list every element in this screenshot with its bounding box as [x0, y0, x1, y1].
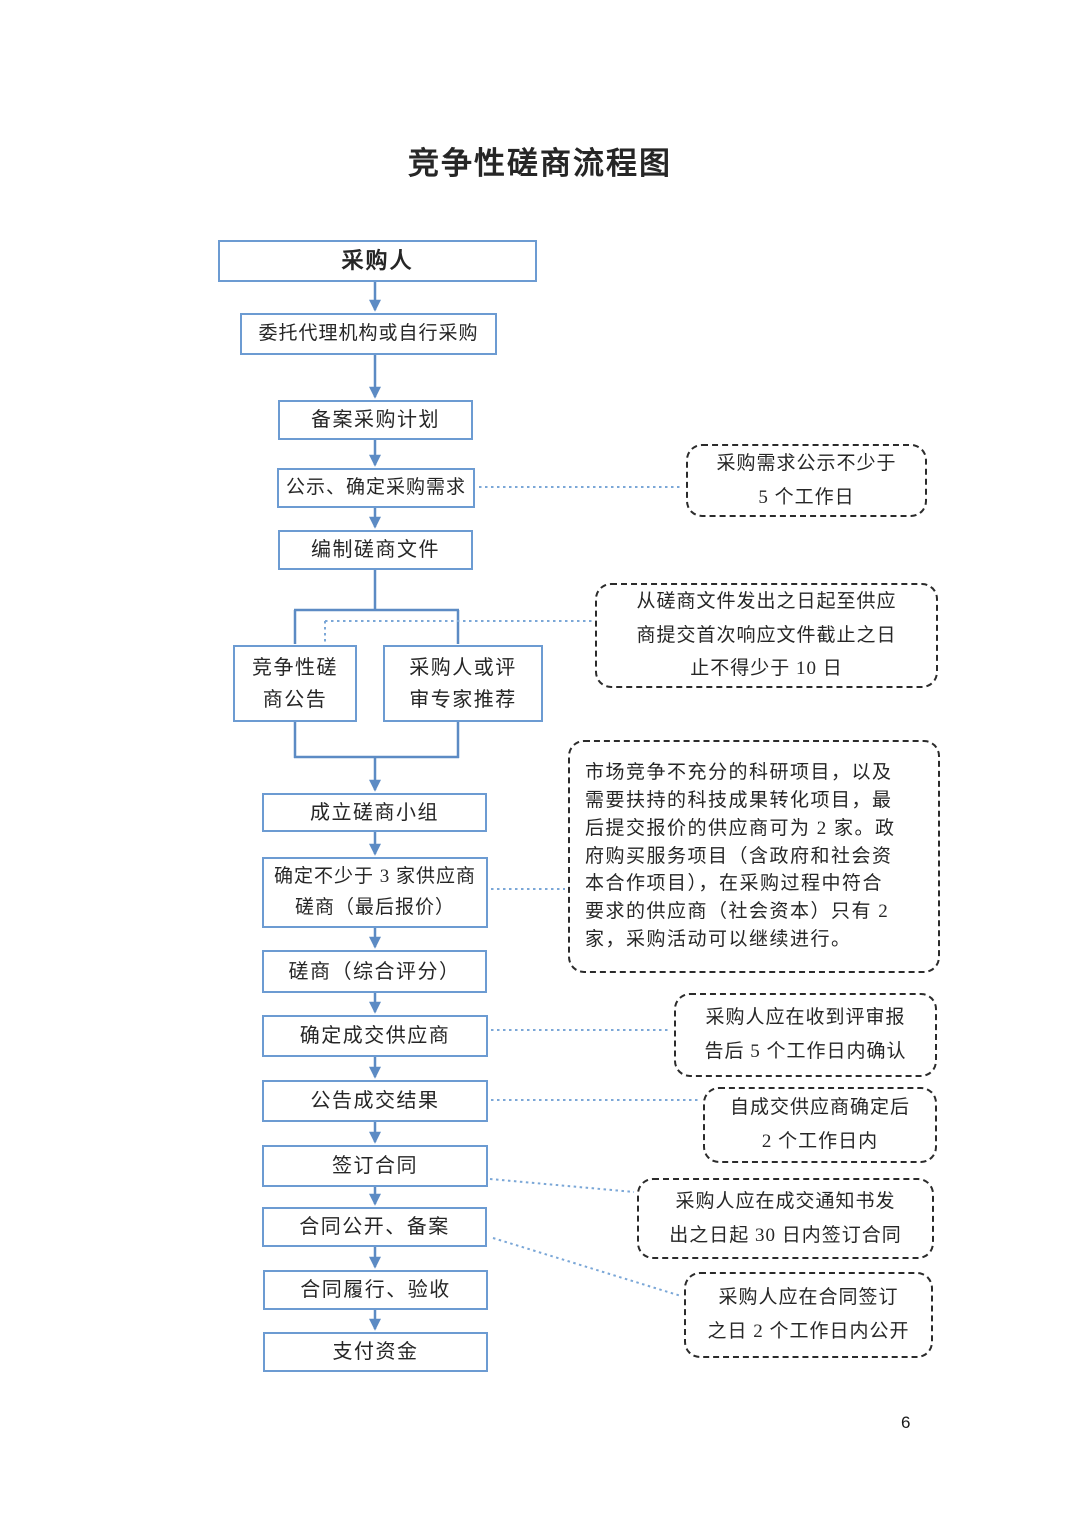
flow-node-announce-result: 公告成交结果 [262, 1080, 488, 1122]
page-number: 6 [901, 1413, 911, 1432]
note-demand-publicity-days: 采购需求公示不少于 5 个工作日 [686, 444, 927, 517]
note-announce-within-days: 自成交供应商确定后 2 个工作日内 [703, 1087, 937, 1163]
flow-node-form-team: 成立磋商小组 [262, 793, 487, 832]
flow-node-select-suppliers: 确定不少于 3 家供应商 磋商（最后报价） [262, 857, 488, 928]
flow-node-confirm-demand: 公示、确定采购需求 [277, 468, 475, 508]
flow-node-expert-recommend: 采购人或评 审专家推荐 [383, 645, 543, 722]
flow-node-pay-funds: 支付资金 [263, 1332, 488, 1372]
note-docs-minimum-days: 从磋商文件发出之日起至供应 商提交首次响应文件截止之日 止不得少于 10 日 [595, 583, 938, 688]
note-publish-within-days: 采购人应在合同签订 之日 2 个工作日内公开 [684, 1272, 933, 1358]
note-sign-within-days: 采购人应在成交通知书发 出之日起 30 日内签订合同 [637, 1178, 934, 1259]
flow-node-prepare-docs: 编制磋商文件 [278, 530, 473, 570]
note-confirm-within-days: 采购人应在收到评审报 告后 5 个工作日内确认 [674, 993, 937, 1077]
flow-node-negotiate-score: 磋商（综合评分） [262, 950, 487, 993]
flow-node-entrust-agency: 委托代理机构或自行采购 [240, 313, 497, 355]
page-title: 竞争性磋商流程图 [408, 146, 672, 181]
flow-node-contract-perform: 合同履行、验收 [263, 1270, 488, 1310]
flow-node-contract-public: 合同公开、备案 [262, 1207, 487, 1247]
flow-node-sign-contract: 签订合同 [262, 1145, 488, 1187]
flow-branch-lines [293, 570, 460, 759]
note-two-supplier-exception: 市场竞争不充分的科研项目，以及 需要扶持的科技成果转化项目，最 后提交报价的供应… [568, 740, 940, 973]
flow-node-purchaser: 采购人 [218, 240, 537, 282]
flow-node-negotiation-announcement: 竞争性磋 商公告 [233, 645, 357, 722]
flow-node-confirm-supplier: 确定成交供应商 [262, 1015, 488, 1057]
flow-node-record-plan: 备案采购计划 [278, 400, 473, 440]
note-connectors [324, 486, 700, 1297]
